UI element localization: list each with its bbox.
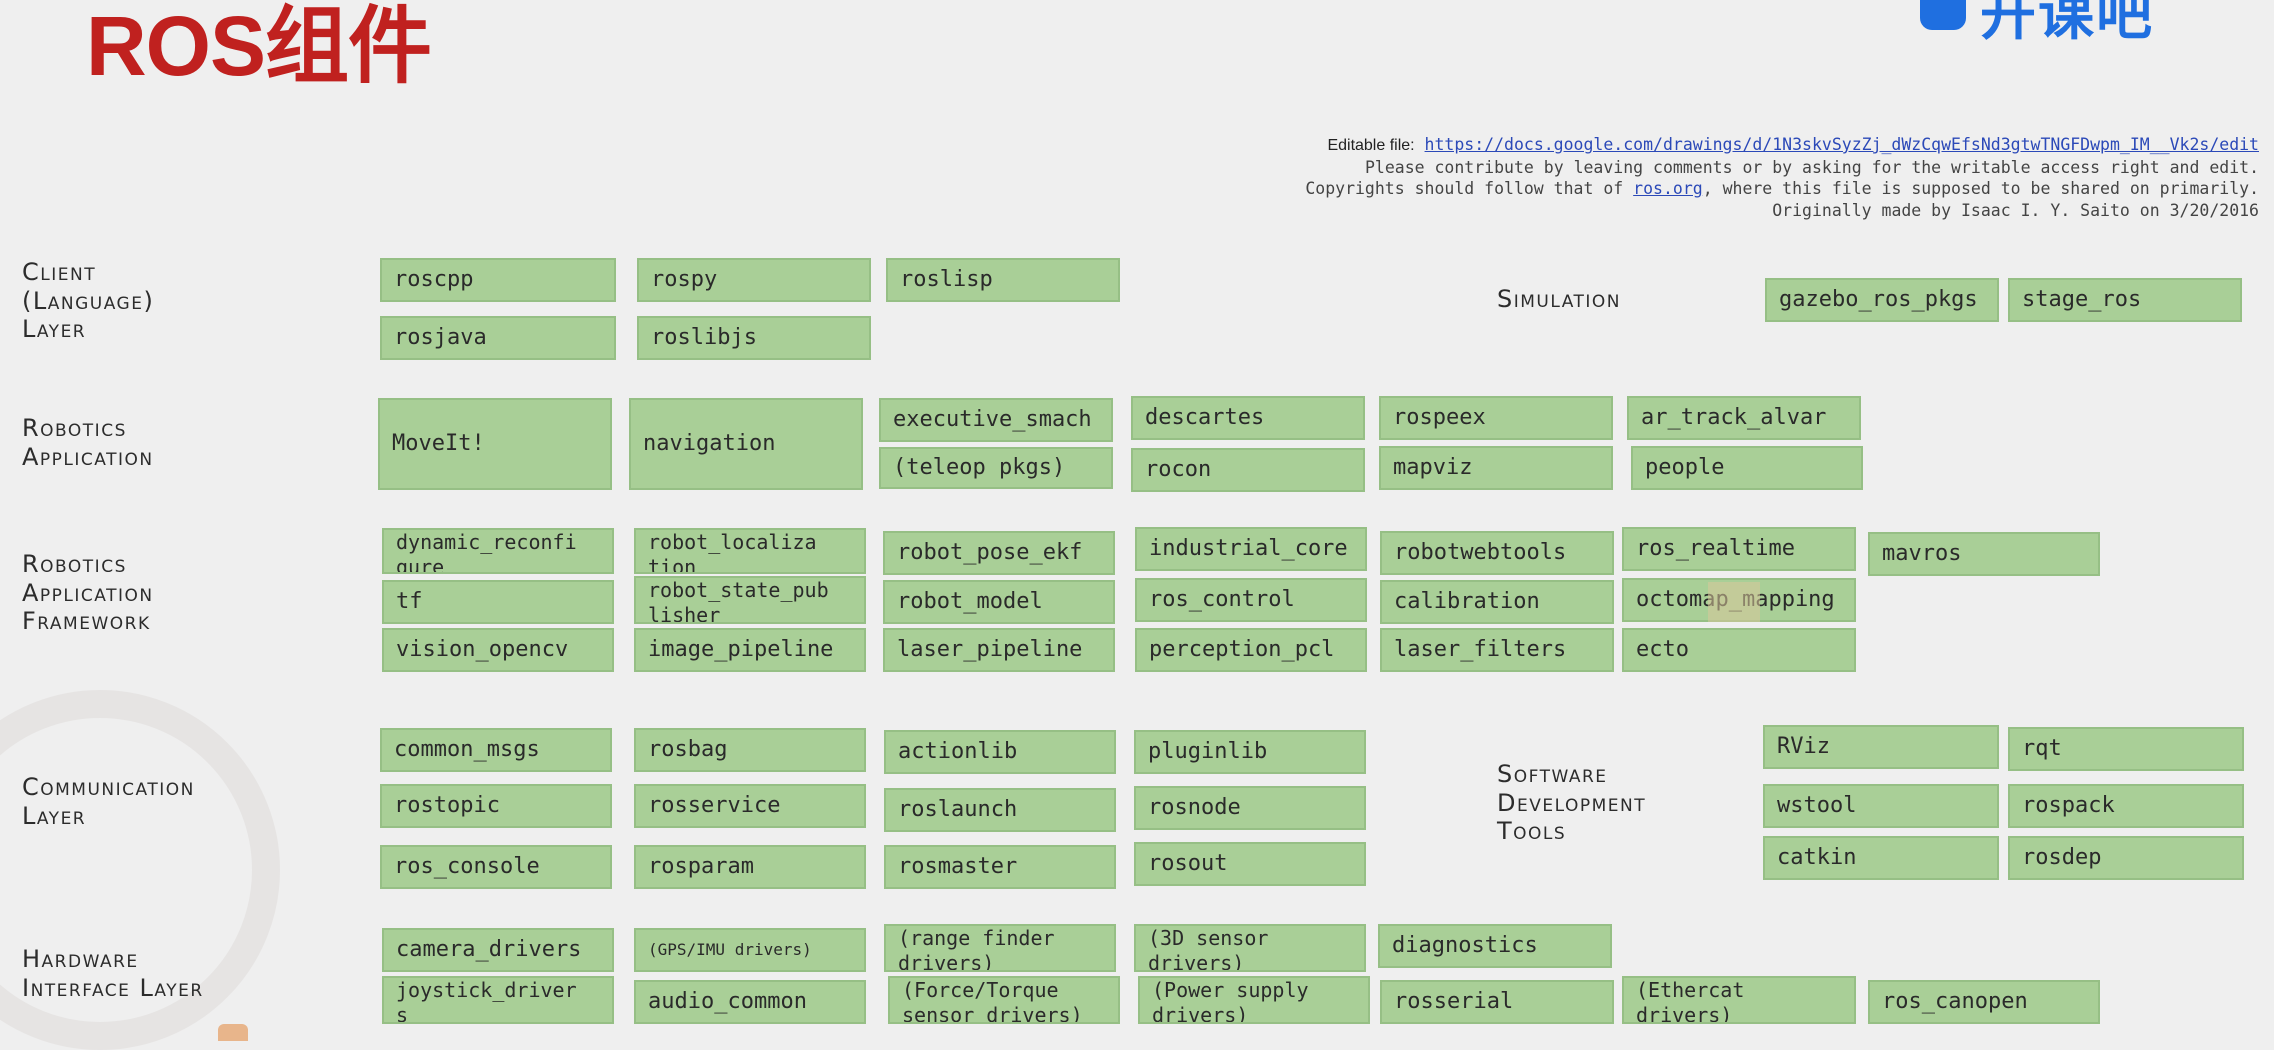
label-communication-layer: Communication Layer [22,773,195,830]
pkg-joystick-drivers: joystick_driver s [382,976,614,1024]
page-title: ROS组件 [86,0,432,93]
pkg-image-pipeline: image_pipeline [634,628,866,672]
pkg-descartes: descartes [1131,396,1365,440]
pkg-stage-ros: stage_ros [2008,278,2242,322]
pkg-force-torque-drivers: (Force/Torque sensor drivers) [888,976,1120,1024]
pkg-industrial-core: industrial_core [1135,527,1367,571]
ros-org-link[interactable]: ros.org [1633,179,1703,198]
pkg-rosparam: rosparam [634,845,866,889]
pkg-rosbag: rosbag [634,728,866,772]
pkg-roslaunch: roslaunch [884,788,1116,832]
pkg-rospack: rospack [2008,784,2244,828]
pkg-calibration: calibration [1380,580,1614,624]
label-robotics-application: Robotics Application [22,414,154,471]
pkg-rosjava: rosjava [380,316,616,360]
pkg-roscpp: roscpp [380,258,616,302]
pkg-rosout: rosout [1134,842,1366,886]
pkg-roslibjs: roslibjs [637,316,871,360]
pkg-robot-localization: robot_localiza tion [634,528,866,574]
pkg-robot-pose-ekf: robot_pose_ekf [883,531,1115,575]
pkg-ethercat-drivers: (Ethercat drivers) [1622,976,1856,1024]
pkg-robot-state-publisher: robot_state_pub lisher [634,576,866,624]
pkg-perception-pcl: perception_pcl [1135,628,1367,672]
pkg-robotwebtools: robotwebtools [1380,531,1614,575]
pkg-catkin: catkin [1763,836,1999,880]
pkg-vision-opencv: vision_opencv [382,628,614,672]
pkg-dynamic-reconfigure: dynamic_reconfi gure [382,528,614,574]
credits-line-3-post: , where this file is supposed to be shar… [1702,179,2259,198]
pkg-ar-track-alvar: ar_track_alvar [1627,396,1861,440]
label-hardware-interface-layer: Hardware Interface Layer [22,945,204,1002]
pkg-ros-console: ros_console [380,845,612,889]
pkg-octomap-mapping: octomap_mapping [1622,578,1856,622]
pkg-ros-control: ros_control [1135,578,1367,622]
credits-lead: Editable file: [1327,137,1415,154]
pkg-wstool: wstool [1763,784,1999,828]
pkg-ros-realtime: ros_realtime [1622,527,1856,571]
pkg-gps-imu-drivers: (GPS/IMU drivers) [634,928,866,972]
pkg-laser-filters: laser_filters [1380,628,1614,672]
pkg-gazebo-ros-pkgs: gazebo_ros_pkgs [1765,278,1999,322]
pkg-mapviz: mapviz [1379,446,1613,490]
editable-file-link[interactable]: https://docs.google.com/drawings/d/1N3sk… [1424,135,2259,154]
pkg-rostopic: rostopic [380,784,612,828]
pkg-3d-sensor-drivers: (3D sensor drivers) [1134,924,1366,972]
pkg-rqt: rqt [2008,727,2244,771]
pkg-rosservice: rosservice [634,784,866,828]
label-robotics-application-framework: Robotics Application Framework [22,550,154,635]
label-simulation: Simulation [1497,285,1622,313]
logo-icon [1920,0,1966,30]
pkg-rosmaster: rosmaster [884,845,1116,889]
pkg-rospeex: rospeex [1379,396,1613,440]
pkg-common-msgs: common_msgs [380,728,612,772]
pkg-camera-drivers: camera_drivers [382,928,614,972]
logo-text: 开课吧 [1980,0,2154,48]
pkg-rosserial: rosserial [1380,980,1614,1024]
credits-block: Editable file: https://docs.google.com/d… [1059,134,2259,221]
pkg-moveit: MoveIt! [378,398,612,490]
pkg-rosnode: rosnode [1134,786,1366,830]
label-client-layer: Client (Language) Layer [22,258,155,343]
pkg-people: people [1631,446,1863,490]
pkg-audio-common: audio_common [634,980,866,1024]
pkg-roslisp: roslisp [886,258,1120,302]
pkg-laser-pipeline: laser_pipeline [883,628,1115,672]
pkg-teleop-pkgs: (teleop pkgs) [879,447,1113,489]
pkg-ecto: ecto [1622,628,1856,672]
pkg-tf: tf [382,580,614,624]
pkg-executive-smach: executive_smach [879,398,1113,442]
footer-decoration [218,1024,248,1041]
pkg-ros-canopen: ros_canopen [1868,980,2100,1024]
brand-logo: 开课吧 [1916,0,2216,48]
pkg-navigation: navigation [629,398,863,490]
label-software-development-tools: Software Development Tools [1497,760,1647,845]
pkg-actionlib: actionlib [884,730,1116,774]
pkg-rospy: rospy [637,258,871,302]
pkg-rosdep: rosdep [2008,836,2244,880]
pkg-range-finder-drivers: (range finder drivers) [884,924,1116,972]
pkg-mavros: mavros [1868,532,2100,576]
pkg-power-supply-drivers: (Power supply drivers) [1138,976,1370,1024]
pkg-rocon: rocon [1131,448,1365,492]
pkg-robot-model: robot_model [883,580,1115,624]
credits-line-2: Please contribute by leaving comments or… [1364,157,2259,177]
pkg-diagnostics: diagnostics [1378,924,1612,968]
pkg-rviz: RViz [1763,725,1999,769]
credits-line-4: Originally made by Isaac I. Y. Saito on … [1772,200,2259,220]
pkg-pluginlib: pluginlib [1134,730,1366,774]
credits-line-3-pre: Copyrights should follow that of [1305,179,1624,198]
